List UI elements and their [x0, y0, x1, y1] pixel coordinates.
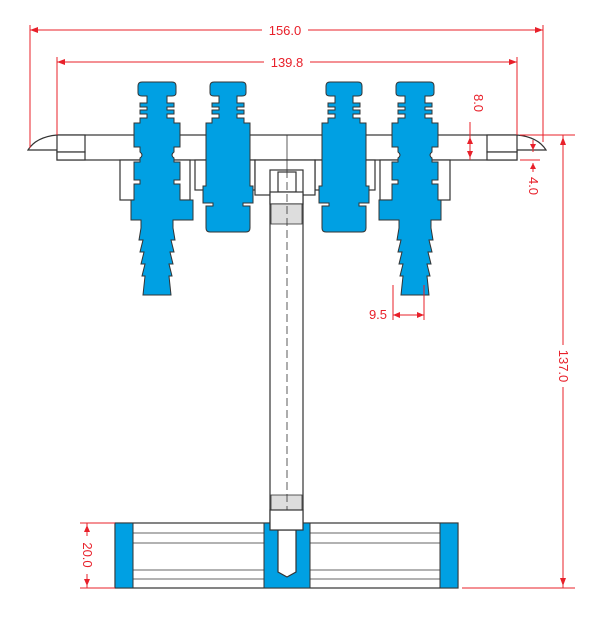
dimension-tip-offset: 4.0 [520, 140, 541, 195]
dim-4-0: 4.0 [526, 177, 541, 195]
center-tube [269, 169, 304, 575]
dim-156: 156.0 [269, 23, 302, 38]
right-tip [516, 134, 548, 151]
dimension-manifold-width: 139.8 [56, 54, 518, 135]
dim-139-8: 139.8 [271, 55, 304, 70]
dim-137-0: 137.0 [556, 350, 571, 383]
base [114, 509, 459, 589]
dim-9-5: 9.5 [369, 307, 387, 322]
dimension-overall-height: 137.0 [462, 134, 575, 589]
dimension-base-height: 20.0 [79, 522, 115, 589]
short-fitting-right [318, 81, 370, 233]
dim-8-0: 8.0 [471, 94, 486, 112]
dim-20-0: 20.0 [80, 542, 95, 567]
dimension-thickness: 8.0 [467, 94, 486, 160]
left-tip [26, 134, 58, 151]
short-fitting-left [202, 81, 254, 233]
dimension-barb: 9.5 [369, 285, 425, 322]
dimension-overall-width: 156.0 [29, 22, 544, 148]
